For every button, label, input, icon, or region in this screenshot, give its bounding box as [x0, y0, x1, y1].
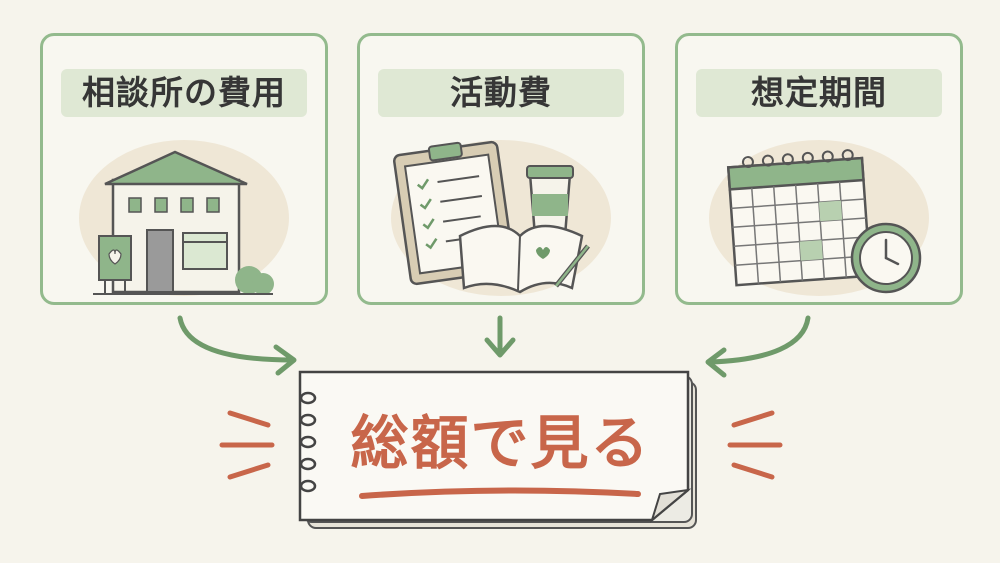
title-highlight	[696, 69, 942, 117]
card-title: 相談所の費用	[82, 73, 286, 112]
emphasis-lines-left	[219, 410, 275, 480]
title-highlight	[378, 69, 624, 117]
card-title: 想定期間	[751, 73, 887, 112]
cost-card-agency-fee: 相談所の費用	[40, 33, 328, 305]
result-title: 総額で見る	[350, 409, 651, 477]
building-icon	[79, 140, 289, 296]
emphasis-lines-right	[727, 410, 783, 480]
title-highlight	[61, 69, 307, 117]
arrow-left	[177, 315, 295, 363]
cost-card-expected-period: 想定期間	[675, 33, 963, 305]
calendar-clock-icon	[709, 140, 929, 296]
arrow-right	[707, 315, 811, 365]
result-notepad: 総額で見る	[298, 370, 703, 532]
notepad-icon	[298, 370, 697, 529]
card-title: 活動費	[450, 73, 552, 112]
clipboard-notebook-icon	[391, 140, 611, 296]
cost-card-activity-expenses: 活動費	[357, 33, 645, 305]
